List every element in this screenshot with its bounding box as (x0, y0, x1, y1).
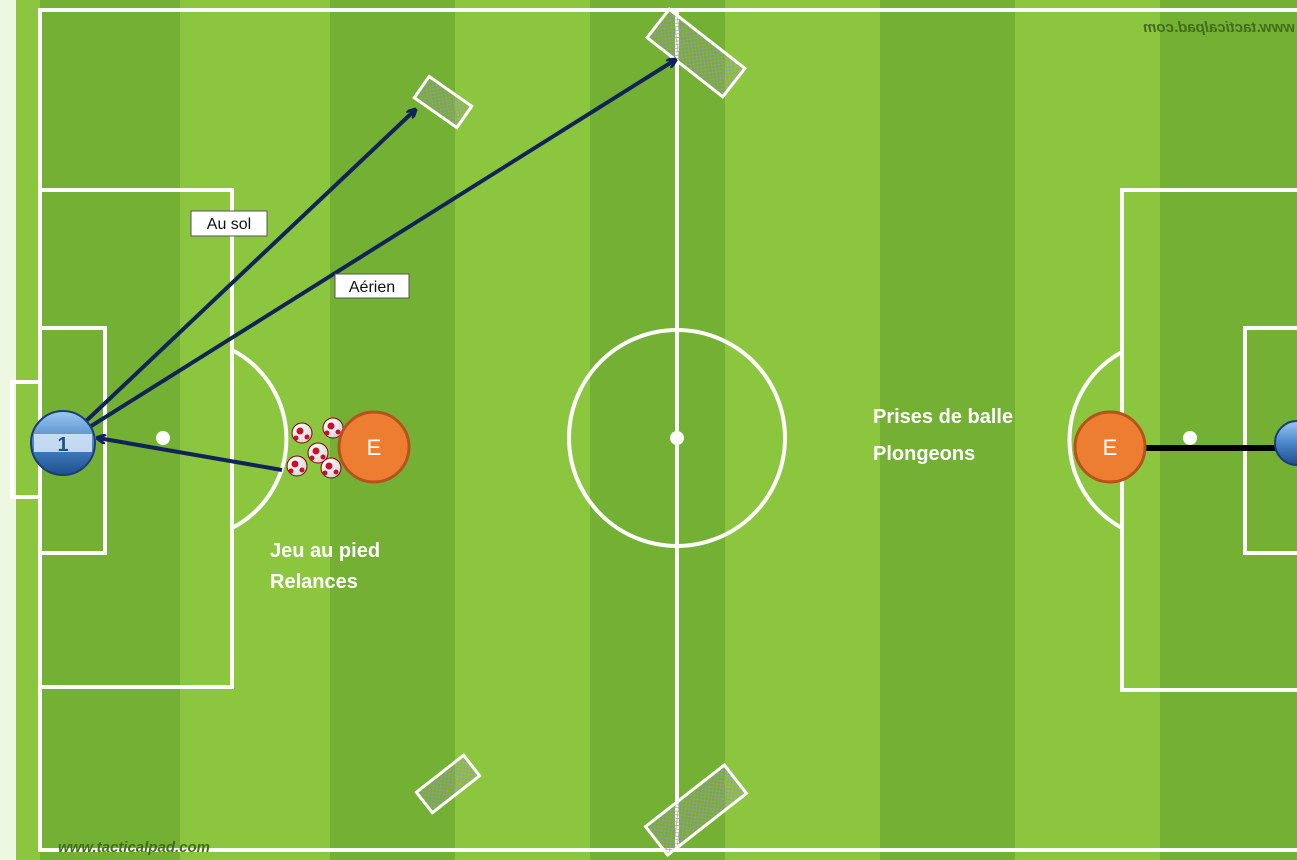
watermark-top: www.tacticalpad.com (1143, 19, 1295, 36)
svg-text:1: 1 (57, 434, 68, 456)
ball-icon (287, 456, 307, 476)
svg-text:Prises de balle: Prises de balle (873, 406, 1013, 428)
coach-left: E (339, 412, 409, 482)
svg-text:E: E (1103, 435, 1118, 460)
label-ground: Au sol (191, 211, 267, 236)
ball-icon (321, 458, 341, 478)
svg-text:Relances: Relances (270, 571, 358, 593)
svg-text:Jeu au pied: Jeu au pied (270, 540, 380, 562)
label-aerial: Aérien (335, 274, 409, 298)
coach-right: E (1075, 412, 1145, 482)
svg-text:Aérien: Aérien (349, 279, 395, 296)
svg-text:www.tacticalpad.com: www.tacticalpad.com (1143, 19, 1295, 36)
svg-text:Au sol: Au sol (207, 216, 251, 233)
svg-text:E: E (367, 435, 382, 460)
goalkeeper-left: 1 (31, 411, 95, 475)
ball-icon (292, 423, 312, 443)
watermark-bottom: www.tacticalpad.com (58, 839, 210, 856)
svg-text:Plongeons: Plongeons (873, 443, 975, 465)
